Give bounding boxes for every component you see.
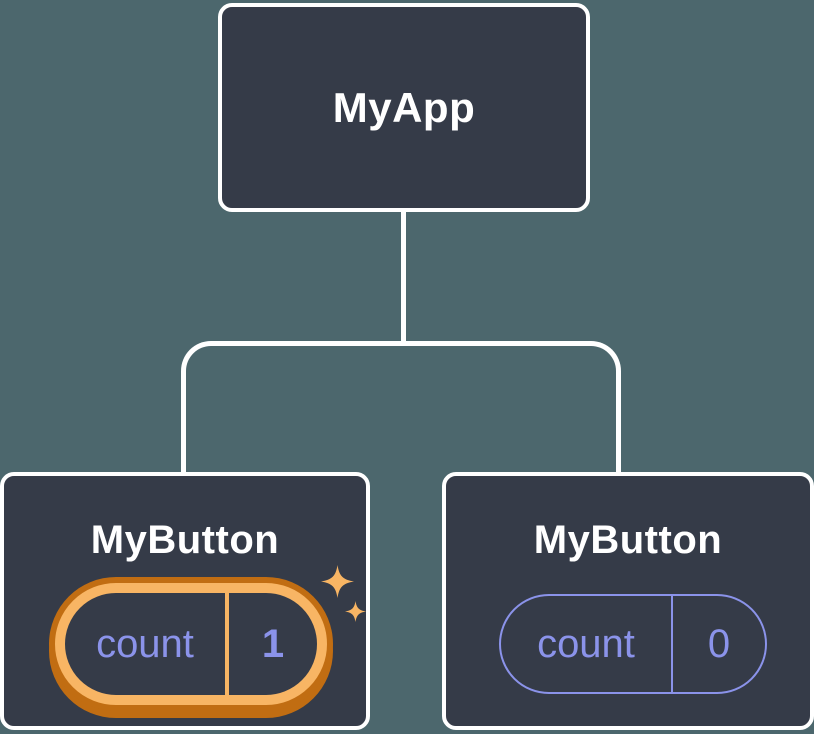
state-pill-highlighted: count 1	[55, 583, 327, 705]
sparkle-icon	[321, 565, 354, 598]
connector-branch-bracket	[181, 341, 621, 472]
state-name: count	[96, 621, 194, 666]
node-label-child-left: MyButton	[90, 518, 280, 562]
state-name: count	[537, 621, 635, 666]
state-value: 1	[261, 621, 285, 666]
pill-divider	[225, 593, 229, 695]
pill-divider	[671, 596, 673, 692]
tree-node-child-left: MyButton count 1	[0, 472, 370, 730]
tree-node-child-right: MyButton count 0	[442, 472, 814, 730]
node-label-child-right: MyButton	[533, 518, 723, 562]
sparkle-icon-small	[345, 601, 366, 622]
node-label-root: MyApp	[332, 83, 476, 131]
state-value: 0	[707, 621, 731, 666]
state-pill-plain: count 0	[499, 594, 767, 694]
tree-node-root: MyApp	[218, 3, 590, 212]
connector-root-line	[401, 212, 406, 344]
